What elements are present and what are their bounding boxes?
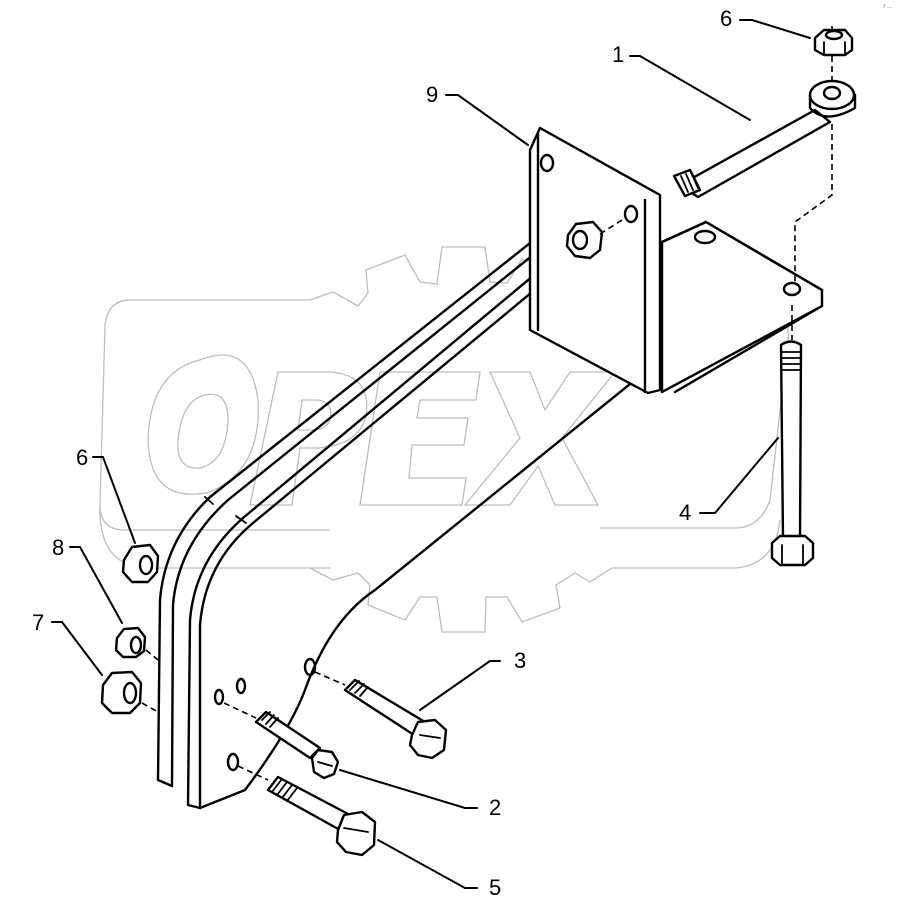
callout-3: 3 (514, 648, 527, 673)
callout-8: 8 (52, 535, 65, 560)
hex-nut-part-6-left (121, 543, 160, 584)
callout-9: 9 (426, 82, 439, 107)
callout-2: 2 (489, 795, 502, 820)
leader-lines (51, 19, 811, 889)
callout-4: 4 (679, 500, 692, 525)
callout-6-top: 6 (720, 6, 733, 31)
bolt-part-2 (223, 702, 340, 780)
long-bolt-part-4 (770, 305, 815, 567)
corner-mark: r ... (883, 4, 892, 10)
callout-5: 5 (489, 875, 502, 900)
callout-1: 1 (612, 42, 625, 67)
main-bracket (156, 203, 637, 810)
mounting-plate (528, 126, 824, 395)
callout-7: 7 (32, 610, 45, 635)
hex-nut-part-7 (100, 670, 159, 715)
bolt-part-5 (237, 765, 377, 857)
hex-nut-part-8 (114, 626, 159, 661)
hex-nut-bracket-top (565, 219, 623, 260)
bolt-part-3 (314, 671, 448, 760)
hex-nut-part-6-top (813, 28, 854, 57)
eye-bolt-part-1 (672, 26, 857, 285)
plate-holes (213, 657, 317, 772)
callout-6-left: 6 (76, 445, 89, 470)
